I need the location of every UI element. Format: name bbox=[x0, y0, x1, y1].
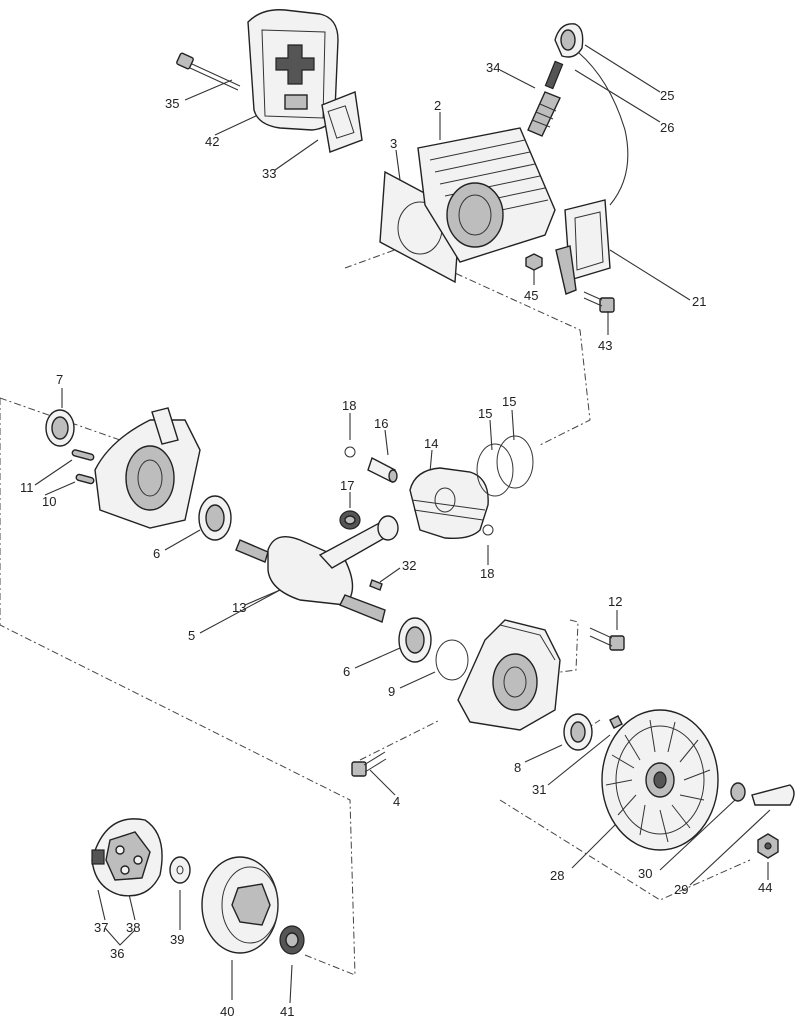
label-30: 30 bbox=[638, 866, 652, 881]
label-5: 5 bbox=[188, 628, 195, 643]
label-28: 28 bbox=[550, 868, 564, 883]
label-40: 40 bbox=[220, 1004, 234, 1019]
label-36: 36 bbox=[110, 946, 124, 961]
part-29-starter-pawl bbox=[751, 784, 795, 806]
part-28-flywheel bbox=[601, 709, 719, 851]
part-9-oil-seal bbox=[435, 639, 469, 681]
label-39: 39 bbox=[170, 932, 184, 947]
label-33: 33 bbox=[262, 166, 276, 181]
label-18b: 18 bbox=[480, 566, 494, 581]
part-4-bolt bbox=[351, 751, 387, 777]
label-31: 31 bbox=[532, 782, 546, 797]
label-4: 4 bbox=[393, 794, 400, 809]
label-11: 11 bbox=[20, 480, 34, 495]
label-42: 42 bbox=[205, 134, 219, 149]
label-7: 7 bbox=[56, 372, 63, 387]
label-37: 37 bbox=[94, 920, 108, 935]
label-38: 38 bbox=[126, 920, 140, 935]
part-40-clutch-drum bbox=[201, 856, 279, 954]
part-15-piston-rings bbox=[476, 435, 534, 497]
part-32-key bbox=[369, 579, 383, 591]
label-13: 13 bbox=[232, 600, 246, 615]
part-43-screw bbox=[583, 291, 615, 313]
part-16-piston-pin bbox=[367, 456, 398, 484]
label-44: 44 bbox=[758, 880, 772, 895]
label-32: 32 bbox=[402, 558, 416, 573]
part-13-crankshaft bbox=[235, 515, 399, 623]
part-35-bolt bbox=[176, 52, 241, 91]
label-15b: 15 bbox=[502, 394, 516, 409]
label-26: 26 bbox=[660, 120, 674, 135]
label-6b: 6 bbox=[343, 664, 350, 679]
label-12: 12 bbox=[608, 594, 622, 609]
label-43: 43 bbox=[598, 338, 612, 353]
label-8: 8 bbox=[514, 760, 521, 775]
part-10-11-pins bbox=[71, 449, 95, 485]
part-6-bearing-left bbox=[198, 495, 232, 541]
label-41: 41 bbox=[280, 1004, 294, 1019]
label-9: 9 bbox=[388, 684, 395, 699]
label-18a: 18 bbox=[342, 398, 356, 413]
label-15a: 15 bbox=[478, 406, 492, 421]
part-8-bearing bbox=[563, 713, 593, 751]
part-34-spark-plug bbox=[527, 60, 564, 137]
part-39-washer bbox=[169, 856, 191, 884]
part-33-gasket bbox=[321, 91, 363, 153]
label-21: 21 bbox=[692, 294, 706, 309]
part-17-needle-bearing bbox=[339, 510, 361, 530]
part-number-labels: 35 42 33 3 2 34 25 26 45 21 43 7 11 10 6… bbox=[20, 60, 772, 1019]
label-17: 17 bbox=[340, 478, 354, 493]
part-25-26-plug-cap-and-cable bbox=[554, 23, 629, 206]
part-12-bolt bbox=[589, 627, 625, 651]
part-18-circlip bbox=[344, 446, 494, 536]
label-16: 16 bbox=[374, 416, 388, 431]
label-34: 34 bbox=[486, 60, 500, 75]
part-2-cylinder bbox=[417, 127, 556, 263]
label-25: 25 bbox=[660, 88, 674, 103]
part-6-bearing-right bbox=[398, 617, 432, 663]
part-31-key bbox=[609, 715, 623, 729]
label-45: 45 bbox=[524, 288, 538, 303]
part-41-needle-bearing bbox=[279, 925, 305, 955]
label-2: 2 bbox=[434, 98, 441, 113]
part-30-washer bbox=[730, 782, 746, 802]
label-6a: 6 bbox=[153, 546, 160, 561]
part-36-clutch-assembly bbox=[91, 818, 163, 897]
label-10: 10 bbox=[42, 494, 56, 509]
label-3: 3 bbox=[390, 136, 397, 151]
part-45-nut bbox=[525, 253, 543, 271]
label-35: 35 bbox=[165, 96, 179, 111]
part-14-piston bbox=[409, 467, 489, 540]
label-14: 14 bbox=[424, 436, 438, 451]
label-29: 29 bbox=[674, 882, 688, 897]
part-7-bearing bbox=[45, 409, 75, 447]
part-44-nut bbox=[757, 833, 779, 859]
part-5-crankcase-right bbox=[457, 619, 561, 731]
part-5-crankcase-left bbox=[94, 407, 201, 529]
part-21-ignition-module bbox=[555, 199, 611, 295]
